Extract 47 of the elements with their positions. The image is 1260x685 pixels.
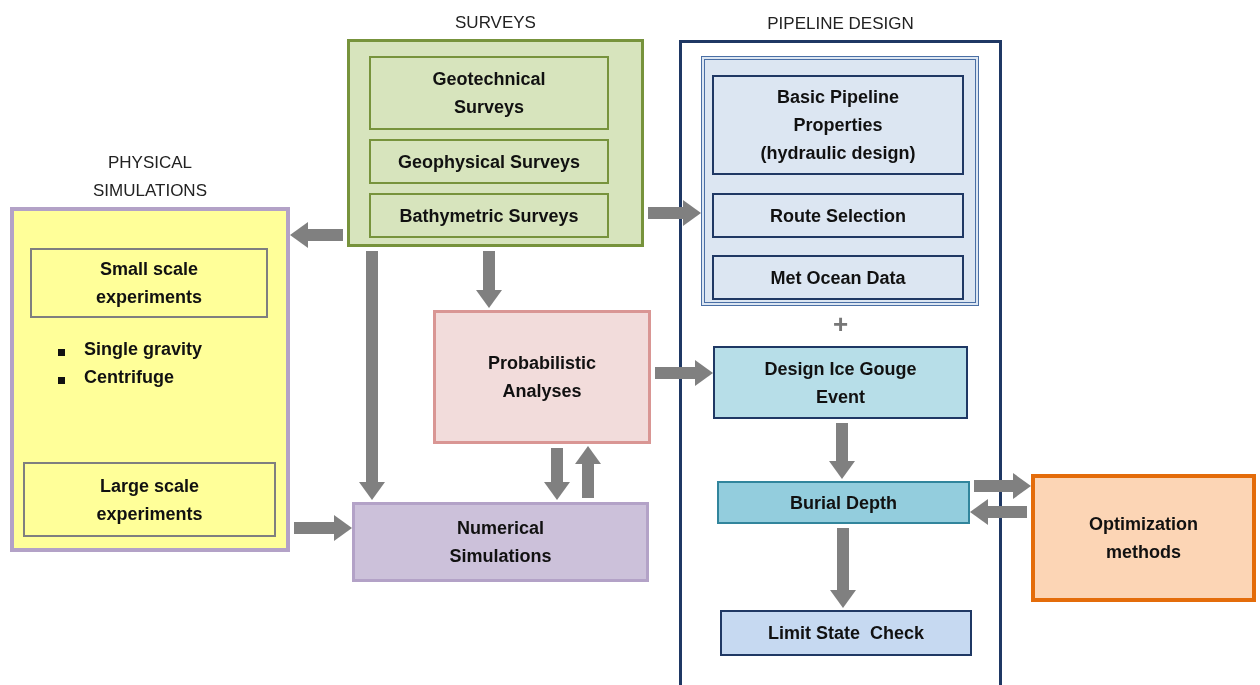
process-box <box>369 139 609 184</box>
process-box <box>712 75 964 175</box>
process-box <box>720 610 972 656</box>
group-heading: PIPELINE DESIGN <box>766 13 915 35</box>
block-arrow <box>655 360 713 386</box>
property-group-box <box>701 56 979 306</box>
box-label: Optimization methods <box>1088 513 1199 564</box>
process-box <box>717 481 970 524</box>
process-box <box>23 462 276 537</box>
box-label: Numerical Simulations <box>448 517 553 568</box>
process-box <box>369 56 609 130</box>
process-box <box>433 310 651 444</box>
process-box <box>30 248 268 318</box>
plus-sign: + <box>833 309 849 340</box>
block-arrow <box>359 251 385 500</box>
process-box <box>713 346 968 419</box>
block-arrow <box>575 446 601 498</box>
bullet-item: Centrifuge <box>84 367 174 388</box>
group-heading: SURVEYS <box>454 12 537 34</box>
box-label: Basic Pipeline Properties (hydraulic design) <box>759 86 917 165</box>
box-label: Geotechnical Surveys <box>431 68 547 119</box>
block-arrow <box>830 528 856 608</box>
box-label: Probabilistic Analyses <box>487 352 597 403</box>
box-label: Limit State Check <box>767 622 924 645</box>
block-arrow <box>974 473 1031 499</box>
box-label: Large scale experiments <box>95 474 204 526</box>
block-arrow <box>290 222 343 248</box>
block-arrow <box>829 423 855 479</box>
box-label: Burial Depth <box>790 491 897 515</box>
block-arrow <box>476 251 502 308</box>
process-box <box>1031 474 1256 602</box>
process-box <box>712 193 964 238</box>
box-label: Design Ice Gouge Event <box>763 357 918 409</box>
block-arrow <box>648 200 701 226</box>
block-arrow <box>544 448 570 500</box>
bullet-item: Single gravity <box>84 339 203 360</box>
block-arrow <box>970 499 1027 525</box>
block-arrow <box>294 515 352 541</box>
box-label: Route Selection <box>770 204 906 228</box>
process-box <box>712 255 964 300</box>
box-label: Met Ocean Data <box>770 266 906 290</box>
box-label: Bathymetric Surveys <box>399 204 579 228</box>
process-box <box>352 502 649 582</box>
group-heading: PHYSICAL SIMULATIONS <box>92 152 208 202</box>
box-label: Small scale experiments <box>94 258 204 309</box>
box-label: Geophysical Surveys <box>397 150 581 174</box>
process-box <box>369 193 609 238</box>
